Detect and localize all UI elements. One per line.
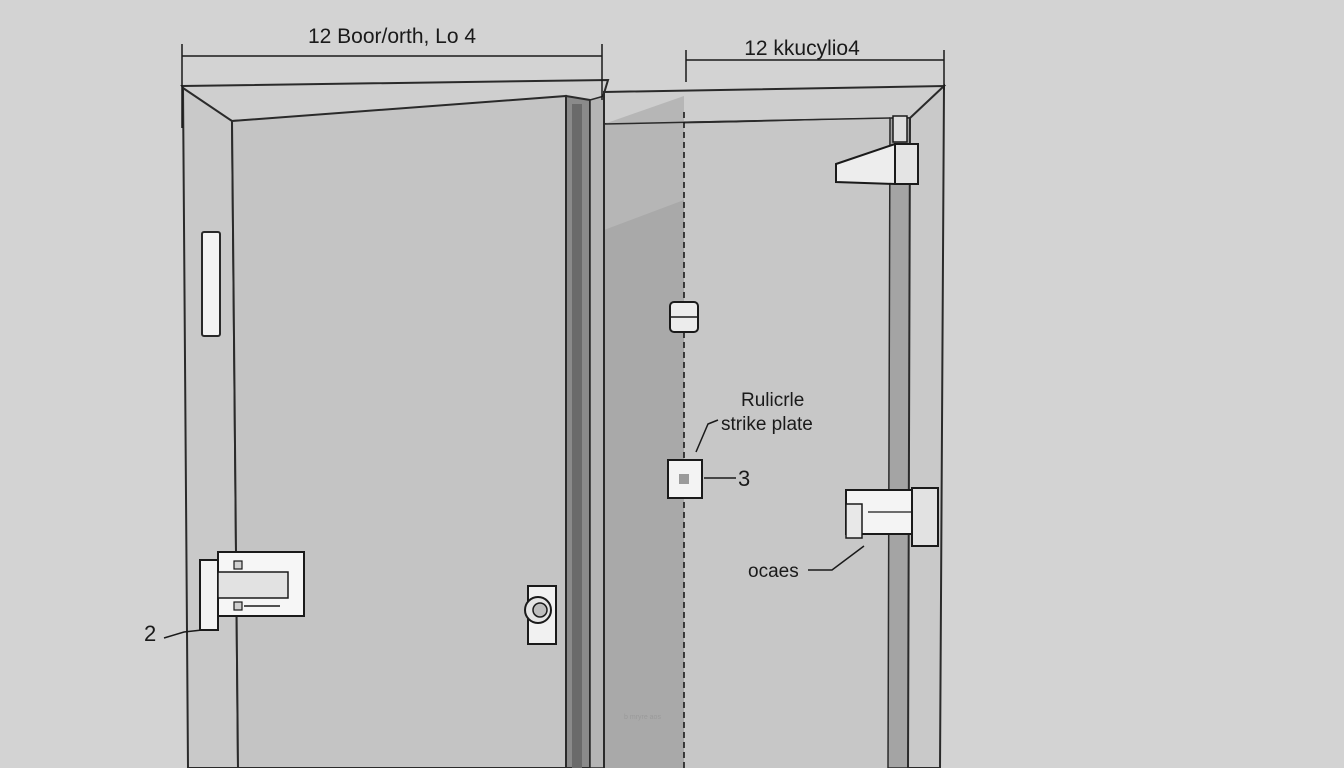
strike-plate-icon <box>667 459 703 499</box>
left-door-assembly <box>180 78 610 768</box>
callout-2: 2 <box>144 621 203 646</box>
right-jamb-inner <box>887 117 911 768</box>
dimension-right: 12 kkucylio4 <box>685 37 945 90</box>
callout-oaes: ocaes <box>748 545 865 582</box>
dimension-left: 12 Boor/orth, Lo 4 <box>181 25 603 128</box>
watermark-text: b mryre aos <box>624 714 661 721</box>
right-hinge-icon <box>845 487 939 547</box>
latch-clip-icon <box>669 301 699 333</box>
door-lock-icon <box>524 585 557 645</box>
callout-number-2: 2 <box>144 621 156 646</box>
dimension-left-label: 12 Boor/orth, Lo 4 <box>308 25 476 48</box>
opening-shadow-gradient <box>604 96 684 230</box>
callout-strike-line1: Rulicrle <box>741 390 804 411</box>
right-jamb-outer <box>906 83 946 768</box>
left-door-edge-inner <box>572 104 582 768</box>
callout-oaes-label: ocaes <box>748 561 799 582</box>
left-frame-jamb <box>181 86 240 768</box>
opening-back-wall <box>684 118 890 768</box>
dimension-right-label: 12 kkucylio4 <box>744 37 860 60</box>
left-door-slab <box>230 94 567 768</box>
opening-shadow <box>604 124 684 768</box>
callout-strike-plate: Rulicrle strike plate <box>695 390 813 453</box>
callout-3: 3 <box>704 466 750 491</box>
hinge-bracket-icon <box>199 551 305 631</box>
right-frame-assembly <box>603 83 947 768</box>
callout-strike-line2: strike plate <box>721 414 813 435</box>
door-closer-icon <box>835 115 919 185</box>
callout-number-3: 3 <box>738 466 750 491</box>
wall-plate <box>201 231 221 337</box>
left-door-stop <box>589 95 605 768</box>
